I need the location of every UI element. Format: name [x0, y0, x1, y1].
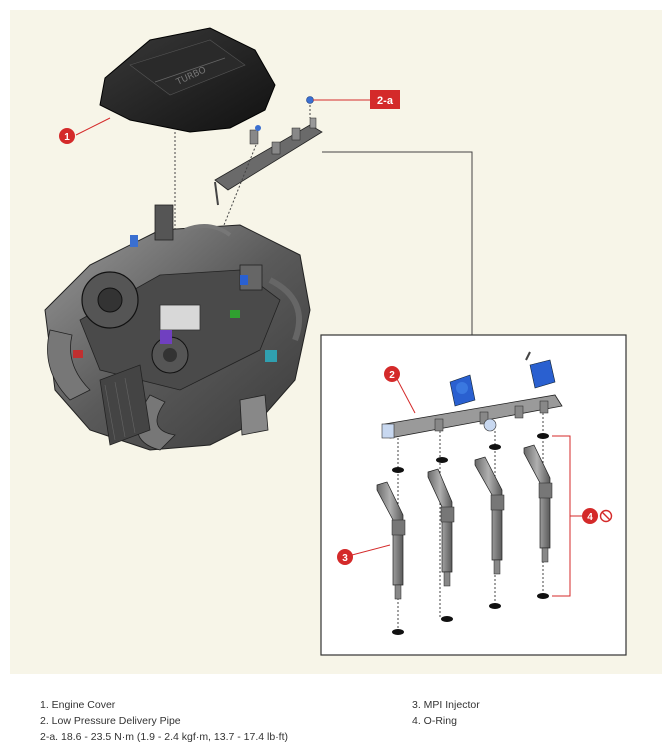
callout-3: 3 — [337, 549, 353, 565]
svg-text:1: 1 — [64, 132, 70, 143]
engine-assembly — [44, 204, 311, 451]
o-rings-lower — [392, 593, 549, 635]
legend-item-2a: 2-a. 18.6 - 23.5 N·m (1.9 - 2.4 kgf·m, 1… — [40, 731, 289, 743]
svg-text:2: 2 — [389, 370, 395, 381]
exploded-view-diagram: TURBO — [10, 10, 662, 674]
callout-1: 1 — [59, 128, 75, 144]
mpi-injectors — [376, 444, 553, 600]
callout-2: 2 — [384, 366, 400, 382]
legend-item-2: 2. Low Pressure Delivery Pipe — [40, 715, 181, 727]
callout-2a: 2-a — [370, 90, 400, 109]
no-reuse-icon — [599, 509, 613, 523]
legend-item-4: 4. O-Ring — [412, 715, 457, 727]
svg-text:3: 3 — [342, 553, 348, 564]
delivery-pipe-top — [214, 96, 323, 206]
legend-item-3: 3. MPI Injector — [412, 699, 480, 711]
legend-item-1: 1. Engine Cover — [40, 699, 116, 711]
detail-box — [320, 334, 627, 656]
detail-delivery-pipe — [381, 351, 563, 439]
svg-text:4: 4 — [587, 512, 593, 523]
callout-4: 4 — [582, 508, 598, 524]
engine-cover: TURBO — [99, 27, 276, 133]
svg-text:2-a: 2-a — [377, 95, 394, 107]
bolt-icon — [306, 96, 314, 104]
detail-connector-line — [322, 151, 473, 335]
o-rings-upper — [392, 433, 549, 473]
